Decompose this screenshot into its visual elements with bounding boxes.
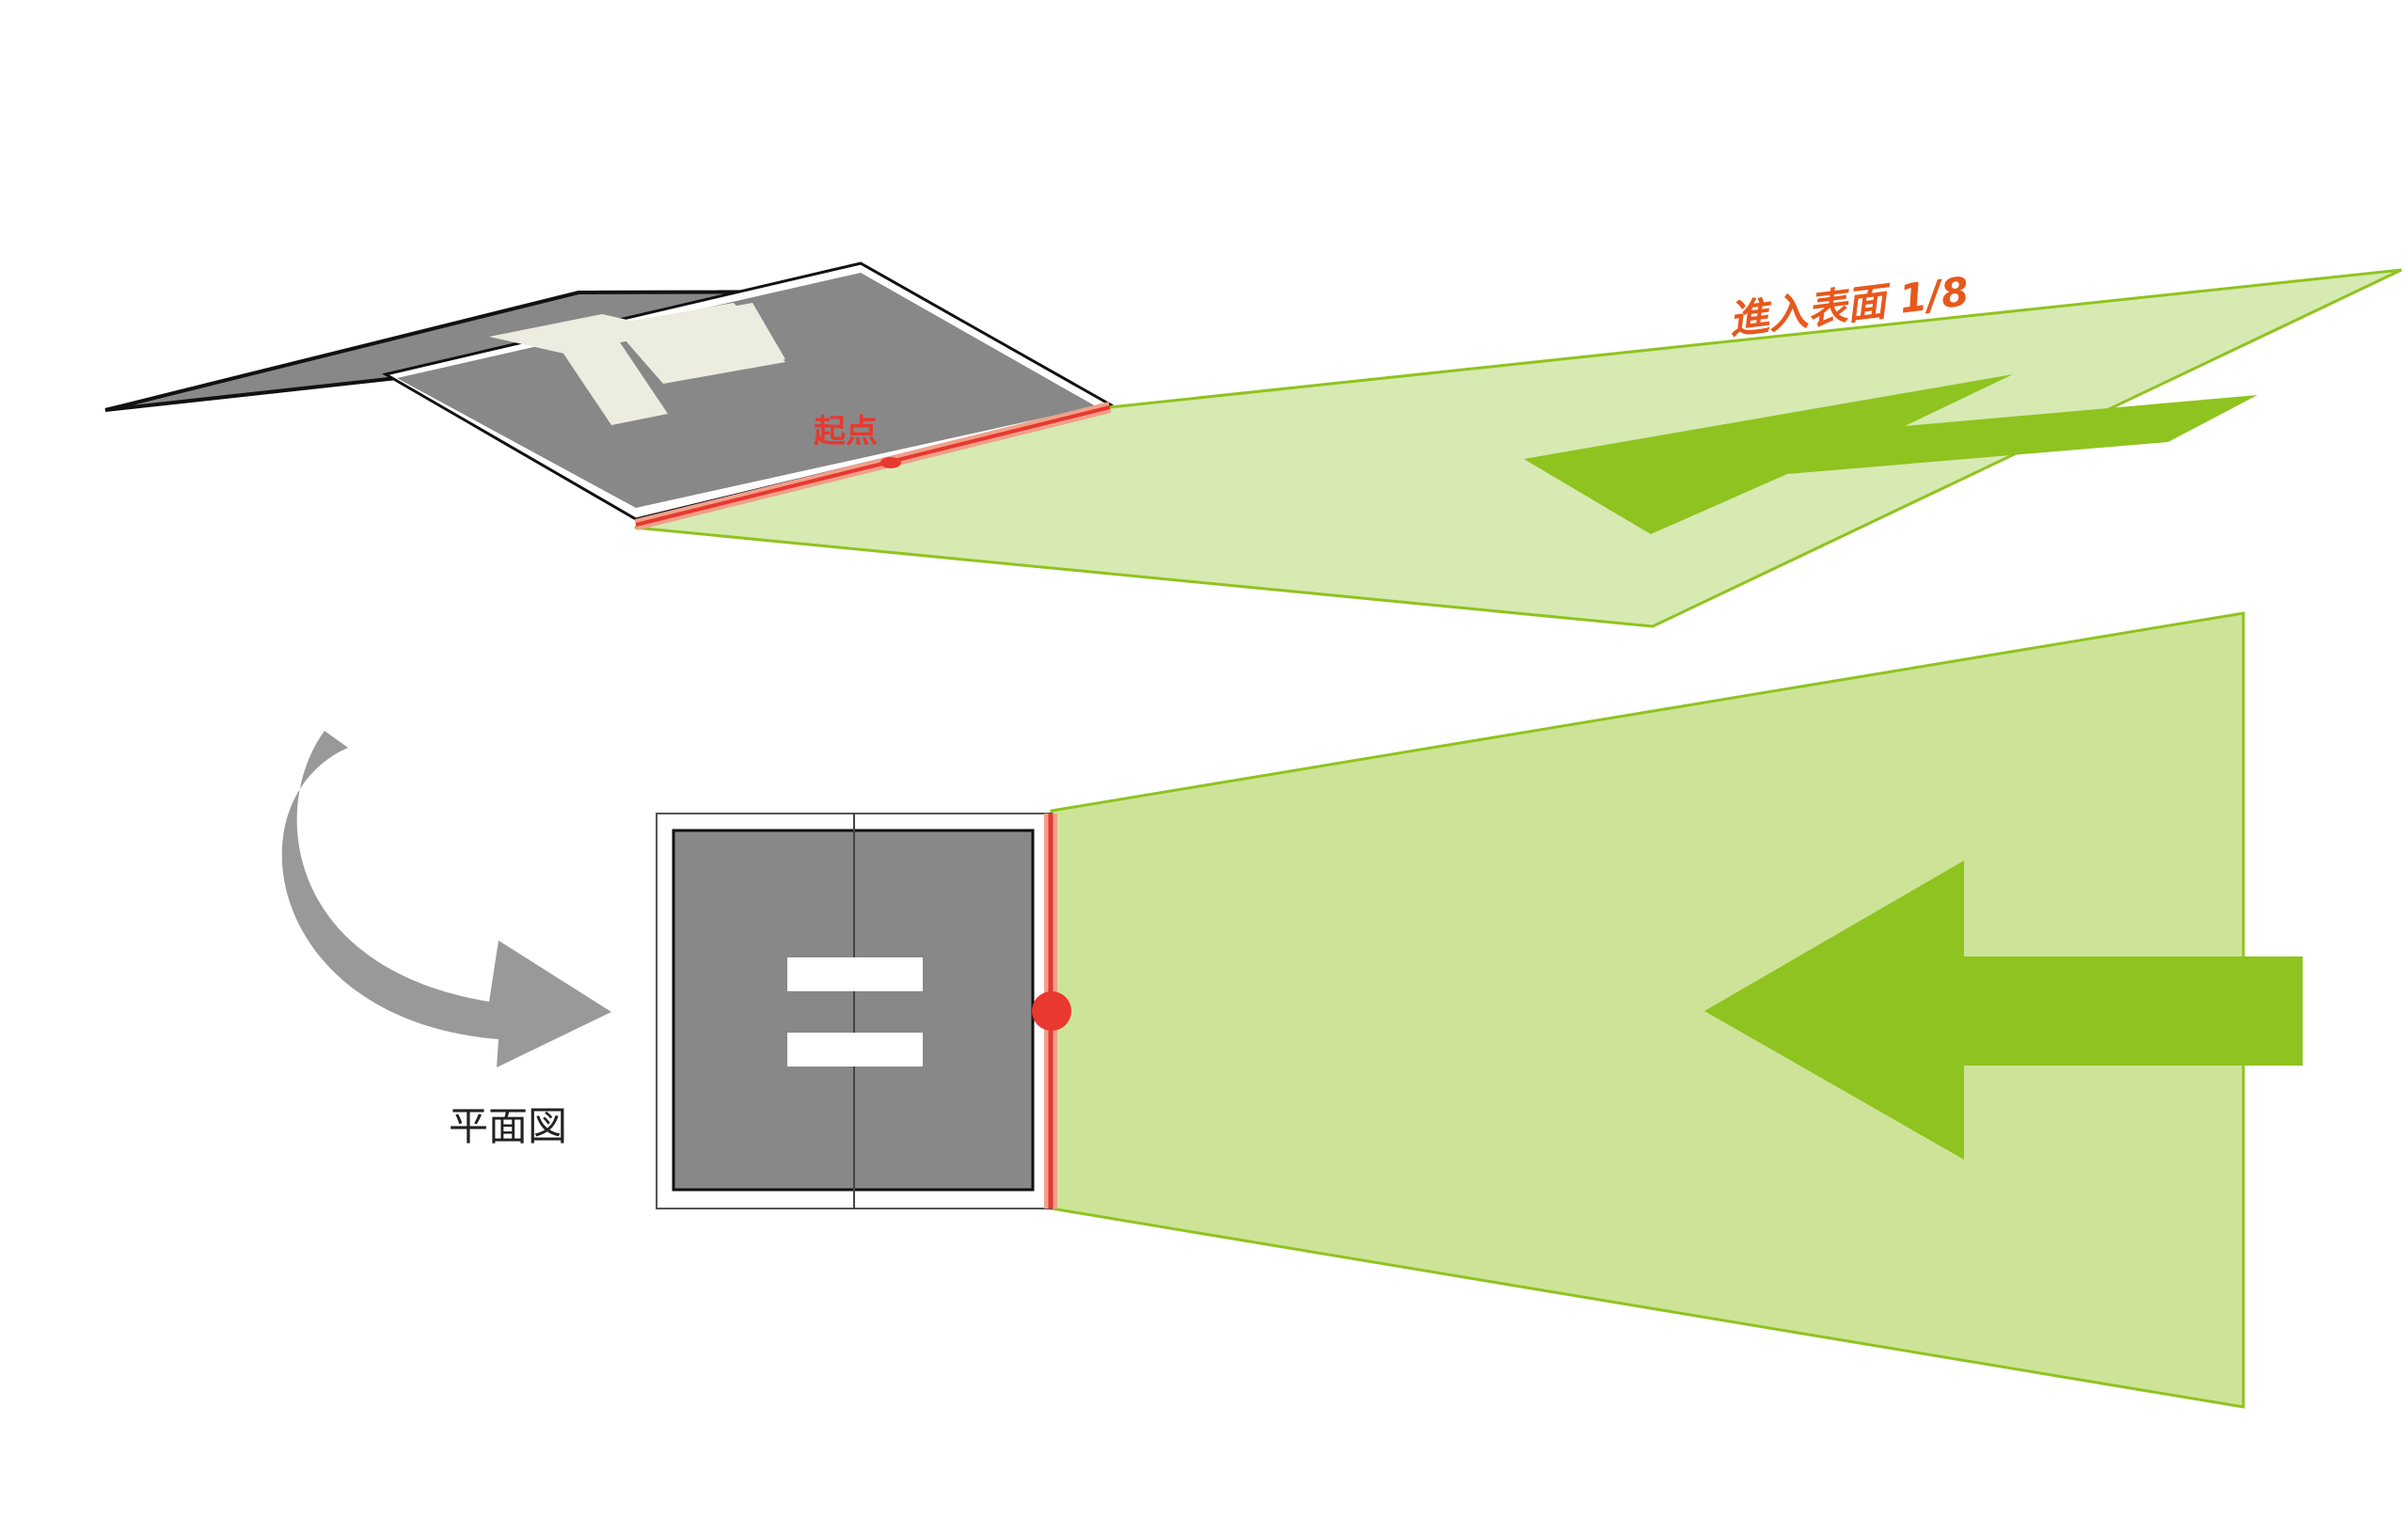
heliport-pad-surface-perspective [397,273,1096,508]
plan-view [656,611,2303,1409]
rotate-arrow [281,731,611,1067]
approach-direction-arrow-plan [1704,861,2303,1160]
origin-point-plan [1032,991,1071,1031]
approach-direction-arrow-perspective [1524,374,2258,534]
plan-view-label: 平面図 [449,1103,567,1149]
origin-point-perspective [880,457,901,468]
perspective-view: 起点 進入表面 1/8 [104,261,2402,628]
origin-label: 起点 [814,413,878,450]
helipad-h-mark-perspective [489,303,785,425]
